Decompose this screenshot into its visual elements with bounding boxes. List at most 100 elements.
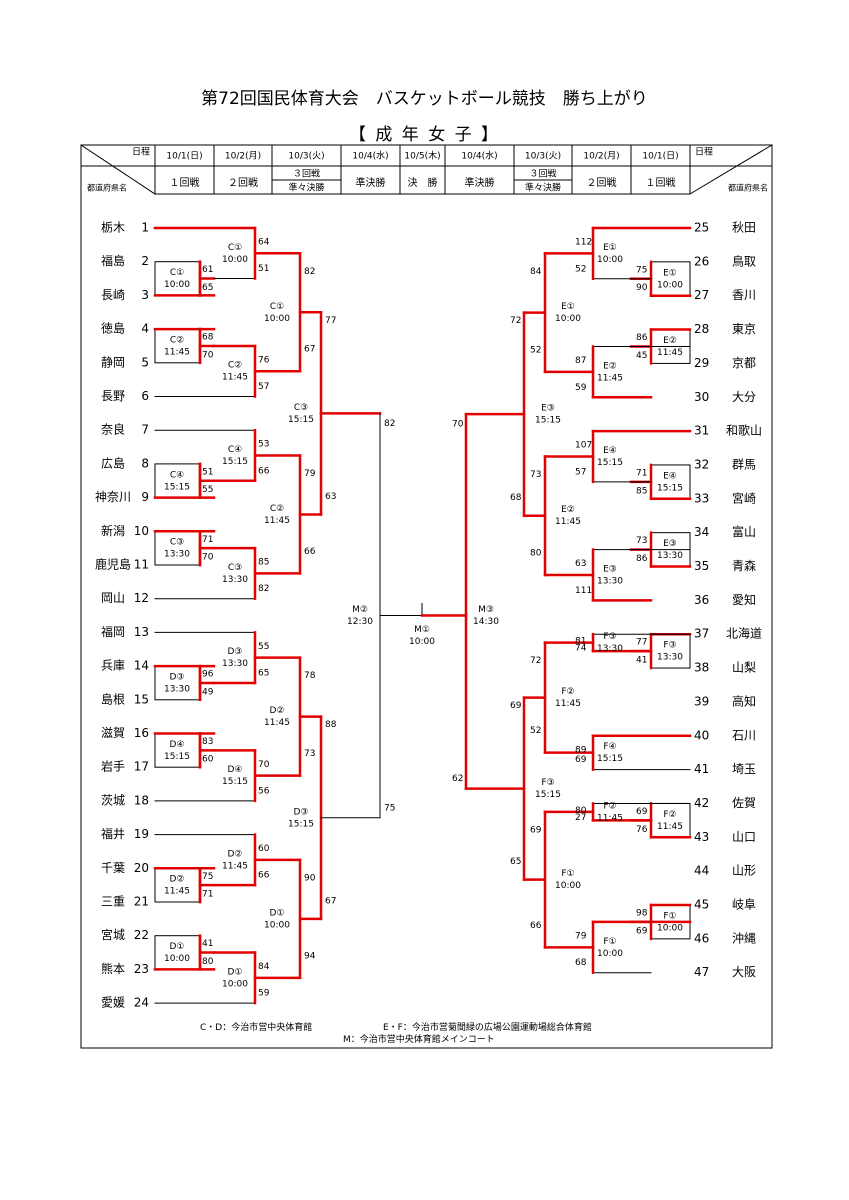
team-number-left: 16	[134, 726, 149, 740]
qf-game-time: 15:15	[535, 790, 561, 800]
r1-game-box	[154, 867, 201, 903]
team-name-left: 徳島	[101, 321, 125, 336]
score: 84	[530, 267, 542, 277]
header-date: 10/3(火)	[288, 151, 324, 162]
r1-game-court: D④	[170, 740, 185, 750]
header-nittei-left: 日程	[132, 147, 150, 158]
team-number-left: 14	[134, 659, 149, 673]
score: 82	[304, 267, 315, 277]
final-game-court: M①	[414, 625, 430, 635]
r1-game-court: C②	[170, 335, 184, 345]
r2-game-court: D②	[228, 849, 243, 859]
r2-game-time: 11:45	[597, 373, 623, 383]
score: 61	[202, 265, 213, 275]
team-number-left: 15	[134, 692, 149, 706]
score: 71	[202, 890, 213, 900]
score: 85	[636, 486, 647, 496]
score: 51	[258, 264, 269, 274]
score: 70	[202, 350, 214, 360]
team-name-right: 東京	[732, 322, 756, 336]
r1-game-box	[650, 261, 691, 297]
header-nittei-right: 日程	[695, 147, 713, 158]
header-round: ３回戦	[293, 168, 320, 180]
score: 63	[575, 559, 586, 569]
team-name-left: 宮城	[101, 927, 125, 942]
score: 76	[258, 355, 270, 365]
header-diagonal	[689, 144, 773, 195]
team-number-right: 46	[694, 931, 709, 945]
r1-game-time: 15:15	[164, 482, 190, 492]
score: 55	[202, 485, 213, 495]
r1-game-box	[154, 935, 201, 970]
score: 77	[325, 316, 336, 326]
team-name-right: 山口	[732, 830, 756, 844]
score: 57	[575, 467, 586, 477]
team-name-left: 神奈川	[95, 490, 131, 504]
team-number-left: 24	[134, 996, 149, 1010]
score: 77	[636, 638, 647, 648]
r3-game-time: 11:45	[264, 718, 290, 728]
header-round: ３回戦	[529, 168, 556, 180]
team-name-left: 岡山	[101, 591, 125, 605]
venue-ef: E・F：今治市営菊間緑の広場公園運動場総合体育館	[383, 1023, 592, 1033]
header-date: 10/2(月)	[583, 151, 619, 162]
r1-game-court: F③	[663, 641, 676, 651]
score: 86	[636, 333, 648, 343]
score: 84	[258, 962, 270, 972]
score: 70	[202, 553, 214, 563]
score: 73	[530, 470, 541, 480]
team-name-left: 福井	[101, 826, 125, 841]
r2-game-court: F①	[603, 937, 616, 947]
score: 82	[384, 419, 395, 429]
score: 75	[384, 803, 395, 813]
team-name-right: 宮崎	[732, 490, 756, 505]
r2-game-time: 11:45	[222, 861, 248, 871]
r2-game-time: 15:15	[222, 777, 248, 787]
sf-game-time: 12:30	[347, 617, 373, 627]
score: 59	[258, 989, 270, 999]
sf-game-time: 14:30	[473, 617, 499, 627]
score: 65	[258, 668, 269, 678]
team-name-left: 島根	[101, 691, 125, 706]
team-number-left: 7	[141, 423, 149, 437]
r2-game-time: 10:00	[222, 979, 248, 989]
score: 94	[304, 951, 316, 961]
r2-game-time: 15:15	[597, 754, 623, 764]
team-number-right: 29	[694, 356, 709, 370]
team-name-left: 長野	[101, 389, 125, 403]
score: 69	[575, 755, 587, 765]
team-name-right: 大阪	[732, 965, 756, 979]
r3-game-time: 10:00	[264, 920, 290, 930]
team-name-right: 佐賀	[732, 796, 756, 810]
score: 87	[575, 356, 586, 366]
header-round: １回戦	[170, 176, 200, 189]
team-number-right: 31	[694, 424, 709, 438]
team-number-left: 9	[141, 490, 149, 504]
r1-game-court: F②	[663, 810, 676, 820]
r1-game-time: 13:30	[657, 551, 683, 561]
team-name-right: 鳥取	[732, 253, 756, 268]
r2-game-time: 10:00	[597, 255, 623, 265]
r2-game-court: C④	[228, 445, 242, 455]
team-name-right: 群馬	[732, 457, 756, 471]
qf-game-time: 15:15	[535, 416, 561, 426]
team-name-right: 大分	[732, 390, 756, 404]
r2-game-court: F④	[603, 742, 616, 752]
qf-game-court: C③	[294, 403, 308, 413]
score: 80	[575, 806, 587, 816]
score: 78	[304, 671, 316, 681]
r1-game-box	[154, 261, 201, 296]
score: 82	[258, 584, 269, 594]
r3-game-time: 10:00	[555, 314, 581, 324]
r3-game-court: F①	[561, 869, 574, 879]
r2-game-court: F②	[603, 801, 616, 811]
score: 62	[452, 774, 463, 784]
team-number-right: 35	[694, 559, 709, 573]
r2-game-time: 13:30	[597, 644, 623, 654]
team-number-left: 23	[134, 962, 149, 976]
r2-game-court: E③	[603, 564, 617, 574]
score: 75	[202, 872, 213, 882]
team-name-left: 静岡	[101, 355, 125, 369]
r2-game-court: C①	[228, 243, 242, 253]
score: 72	[530, 656, 541, 666]
